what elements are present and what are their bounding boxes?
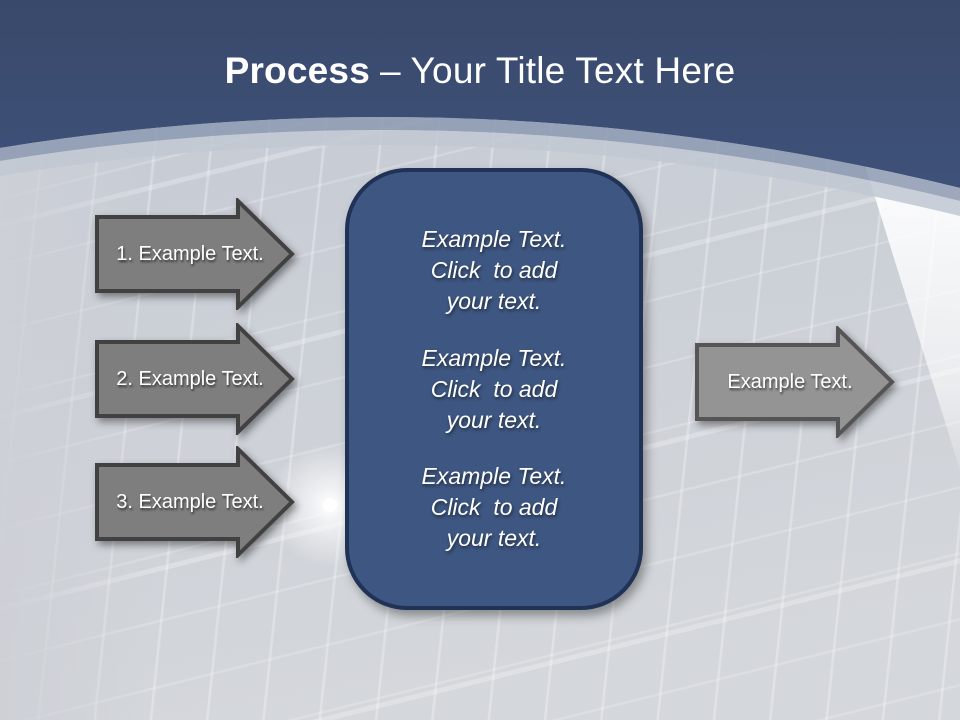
arrow-1-label: 1. Example Text. — [116, 242, 264, 265]
text-line: Example Text. — [421, 225, 567, 252]
lens-flare-core — [323, 498, 337, 512]
text-line: Click to add — [430, 494, 558, 521]
text-line: Click to add — [430, 256, 558, 283]
text-line: your text. — [446, 287, 542, 314]
process-arrow-1[interactable]: 1. Example Text. — [95, 198, 295, 310]
text-block-3[interactable]: Example Text. Click to add your text. — [422, 461, 567, 554]
text-line: your text. — [446, 406, 542, 433]
arc-band-lower — [0, 129, 960, 216]
text-line: Example Text. — [421, 344, 567, 371]
text-line: Click to add — [430, 375, 558, 402]
process-arrow-2[interactable]: 2. Example Text. — [95, 323, 295, 435]
content-panel[interactable]: Example Text. Click to add your text. Exam… — [345, 168, 643, 610]
output-arrow-label: Example Text. — [727, 370, 853, 393]
text-line: your text. — [446, 525, 542, 552]
right-arrow-shape-icon — [95, 323, 295, 435]
right-arrow-shape-icon — [95, 446, 295, 558]
arrow-3-label: 3. Example Text. — [116, 490, 264, 513]
text-block-1[interactable]: Example Text. Click to add your text. — [422, 224, 567, 317]
text-line: Example Text. — [421, 463, 567, 490]
output-arrow[interactable]: Example Text. — [695, 326, 895, 438]
arc-band-upper — [0, 116, 960, 201]
right-arrow-shape-icon — [95, 198, 295, 310]
title-rest-text: – Your Title Text Here — [379, 50, 736, 91]
title-bold-text: Process — [224, 50, 370, 91]
right-arrow-shape-icon — [695, 326, 895, 438]
slide-title[interactable]: Process– Your Title Text Here — [0, 50, 960, 92]
arrow-2-label: 2. Example Text. — [116, 367, 264, 390]
process-arrow-3[interactable]: 3. Example Text. — [95, 446, 295, 558]
text-block-2[interactable]: Example Text. Click to add your text. — [422, 343, 567, 436]
